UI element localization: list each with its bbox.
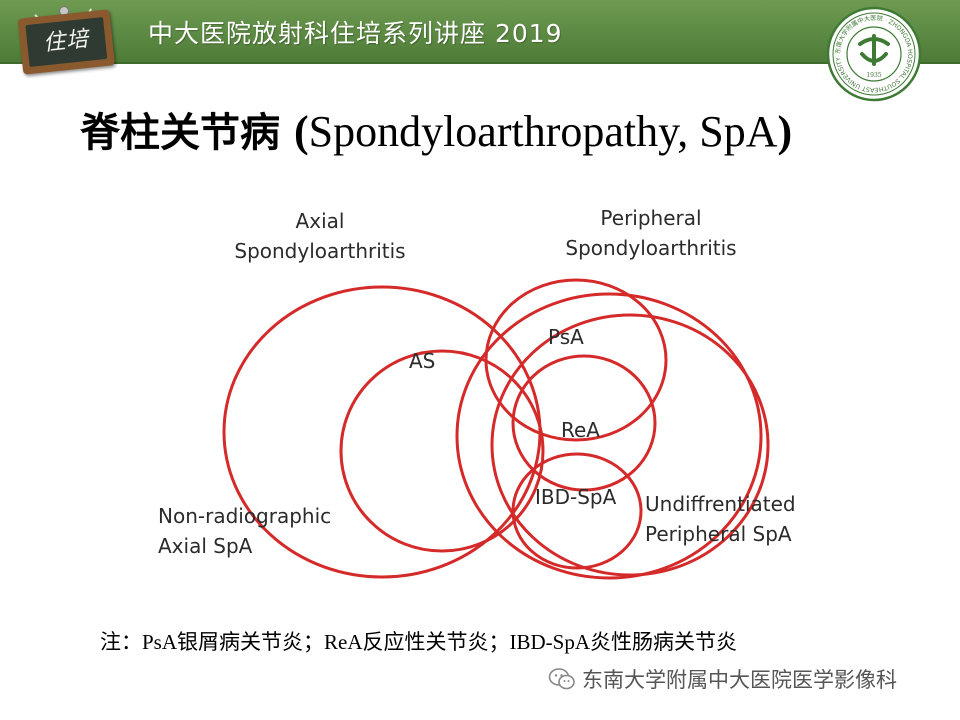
ibd-spa-label: IBD-SpA xyxy=(535,485,617,509)
axial-spondyloarthritis-label: Axial Spondyloarthritis xyxy=(230,206,410,266)
title-open-paren: ( xyxy=(293,107,309,156)
watermark-text: 东南大学附属中大医院医学影像科 xyxy=(582,668,897,692)
axial-label-line1: Axial xyxy=(295,209,345,233)
logo-inner-ring xyxy=(832,12,916,96)
hospital-logo: 东南大学附属中大医院 · ZHONGDA HOSPITAL SOUTHEAST … xyxy=(826,6,922,102)
undiff-label-line2: Peripheral SpA xyxy=(645,522,792,546)
abbreviation-note: 注：PsA银屑病关节炎；ReA反应性关节炎；IBD-SpA炎性肠病关节炎 xyxy=(100,630,738,654)
source-watermark: 东南大学附属中大医院医学影像科 xyxy=(548,664,897,694)
peripheral-spa-circle-inner xyxy=(490,313,770,577)
nonrad-label-line2: Axial SpA xyxy=(158,534,253,558)
slide-title: 脊柱关节病 (Spondyloarthropathy, SpA) xyxy=(80,100,792,158)
as-label: AS xyxy=(409,349,436,373)
peripheral-spa-circle-outer xyxy=(455,292,763,580)
peripheral-label-line2: Spondyloarthritis xyxy=(565,236,737,260)
nonrad-label-line1: Non-radiographic xyxy=(158,504,332,528)
header-title: 中大医院放射科住培系列讲座 2019 xyxy=(148,19,563,48)
rea-label: ReA xyxy=(561,418,600,442)
psa-label: PsA xyxy=(548,325,584,349)
peripheral-spondyloarthritis-label: Peripheral Spondyloarthritis xyxy=(560,203,742,263)
logo-year: 1935 xyxy=(866,72,881,79)
venn-circles xyxy=(222,278,770,580)
title-close-paren: ) xyxy=(777,107,793,156)
non-radiographic-axial-spa-label: Non-radiographic Axial SpA xyxy=(158,501,331,561)
psa-circle xyxy=(484,278,668,442)
as-circle xyxy=(339,349,545,553)
rea-circle xyxy=(511,354,657,492)
wechat-icon xyxy=(548,668,575,690)
title-english: Spondyloarthropathy, SpA xyxy=(308,107,778,156)
title-chinese: 脊柱关节病 xyxy=(80,110,280,156)
undiff-label-line1: Undiffrentiated xyxy=(645,492,796,516)
peripheral-label-line1: Peripheral xyxy=(600,206,702,230)
ibd-spa-circle xyxy=(511,452,643,570)
logo-emblem-mark xyxy=(858,34,890,66)
axial-label-line2: Spondyloarthritis xyxy=(234,239,406,263)
undifferentiated-peripheral-spa-label: Undiffrentiated Peripheral SpA xyxy=(645,489,796,549)
header-banner: 住培 中大医院放射科住培系列讲座 2019 xyxy=(0,0,960,75)
